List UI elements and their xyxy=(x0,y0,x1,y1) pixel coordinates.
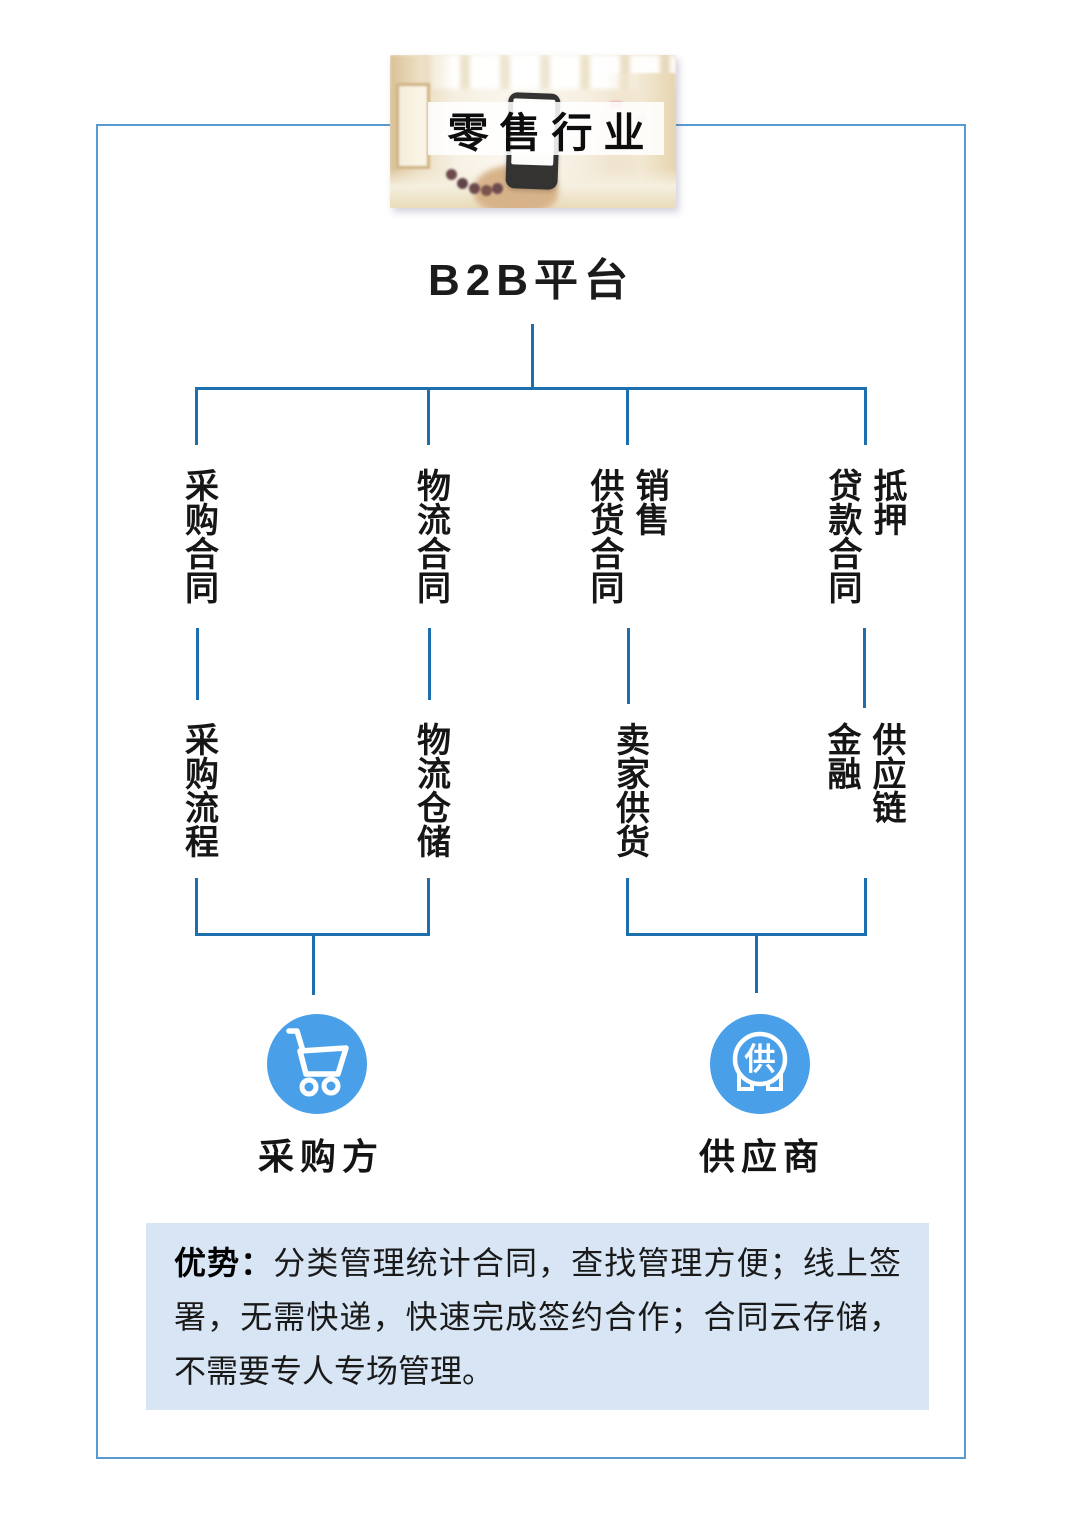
node-logistics-contract: 物流合同 xyxy=(408,468,453,604)
supplier-seal-icon: 供 xyxy=(732,1031,788,1091)
vtext-line: 卖家供货 xyxy=(610,722,649,858)
photo-display-case xyxy=(396,83,430,169)
node-purchase-contract: 采购合同 xyxy=(176,468,221,604)
node-logistics-warehouse: 物流仓储 xyxy=(408,722,453,858)
actor-buyer-label: 采购方 xyxy=(257,1136,385,1177)
connector-drop-3 xyxy=(626,387,629,445)
photo-bracelet-beads xyxy=(446,169,457,180)
bracket-right-v2 xyxy=(864,878,867,936)
vtext-line: 供应链 xyxy=(867,722,905,824)
node-supply-chain-finance: 供应链 金融 xyxy=(818,722,908,824)
bracket-left-stem xyxy=(312,933,315,995)
vtext-line: 物流仓储 xyxy=(411,722,450,858)
supplier-icon-circle: 供 xyxy=(710,1014,810,1114)
vtext-line: 供货合同 xyxy=(585,468,623,604)
vtext-line: 物流合同 xyxy=(411,468,450,604)
connector-drop-4 xyxy=(864,387,867,445)
cart-icon xyxy=(286,1028,349,1097)
bracket-right-v1 xyxy=(626,878,629,936)
advantage-box: 优势：分类管理统计合同，查找管理方便；线上签署，无需快递，快速完成签约合作；合同… xyxy=(146,1223,929,1410)
actor-supplier-label: 供应商 xyxy=(698,1136,826,1177)
vtext-line: 采购流程 xyxy=(179,722,218,858)
connector-link-1 xyxy=(196,628,199,700)
connector-link-3 xyxy=(627,628,630,704)
connector-link-2 xyxy=(428,628,431,700)
connector-top-bar xyxy=(195,387,867,390)
connector-root-stem xyxy=(531,324,534,390)
node-sales-supply-contract: 销售 供货合同 xyxy=(581,468,671,604)
vtext-line: 抵押 xyxy=(868,468,906,536)
banner-photo: 零售行业 xyxy=(390,55,676,208)
advantage-text: 优势：分类管理统计合同，查找管理方便；线上签署，无需快递，快速完成签约合作；合同… xyxy=(146,1223,929,1398)
buyer-icon-circle xyxy=(267,1014,367,1114)
advantage-prefix: 优势： xyxy=(174,1245,274,1281)
connector-link-4 xyxy=(863,628,866,708)
advantage-body: 分类管理统计合同，查找管理方便；线上签署，无需快递，快速完成签约合作；合同云存储… xyxy=(174,1245,901,1389)
banner-title-strip: 零售行业 xyxy=(428,102,664,156)
connector-drop-2 xyxy=(427,387,430,445)
vtext-line: 贷款合同 xyxy=(823,468,861,604)
vtext-line: 采购合同 xyxy=(179,468,218,604)
seal-character: 供 xyxy=(744,1042,776,1077)
node-purchase-process: 采购流程 xyxy=(176,722,221,858)
bracket-right-stem xyxy=(755,933,758,993)
node-seller-supply: 卖家供货 xyxy=(607,722,652,858)
bracket-left-v2 xyxy=(427,878,430,936)
platform-title: B2B平台 xyxy=(427,256,635,305)
vtext-line: 金融 xyxy=(822,722,860,790)
connector-drop-1 xyxy=(195,387,198,445)
vtext-line: 销售 xyxy=(630,468,668,536)
banner-title: 零售行业 xyxy=(447,109,656,156)
node-mortgage-loan-contract: 抵押 贷款合同 xyxy=(819,468,909,604)
bracket-right-bar xyxy=(626,933,867,936)
bracket-left-v1 xyxy=(195,878,198,936)
